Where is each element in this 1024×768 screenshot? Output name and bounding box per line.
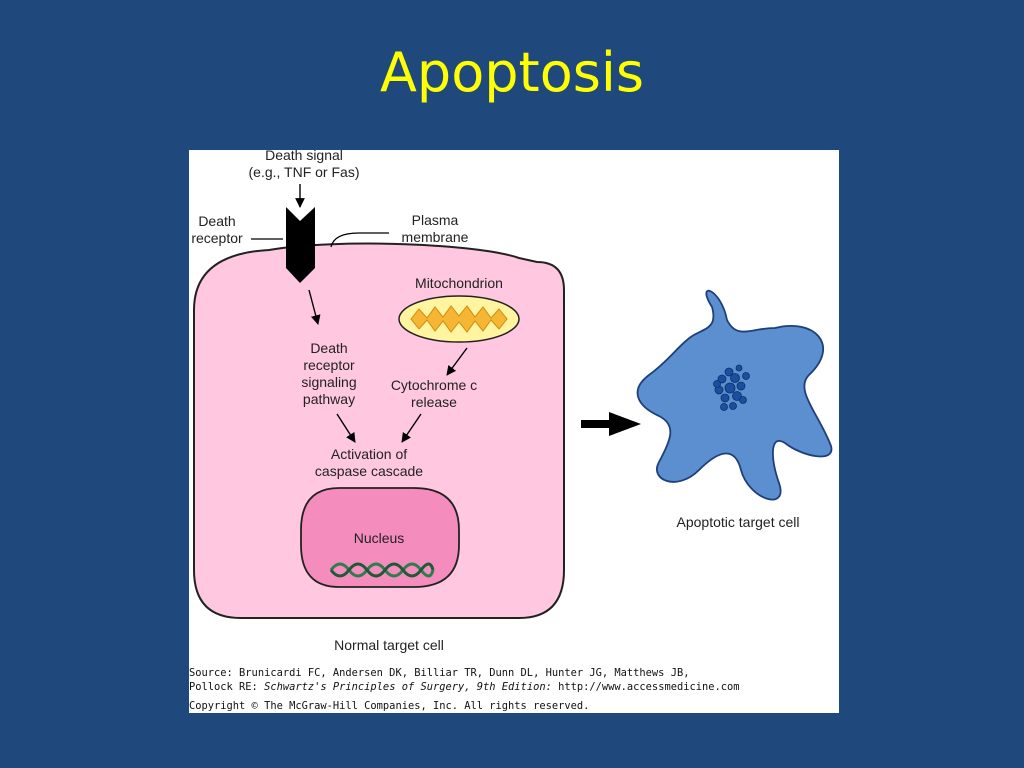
normal-cell-label: Normal target cell [334, 637, 444, 653]
death-receptor-pathway-label: Death receptor signaling pathway [301, 340, 357, 407]
death-receptor-shape [286, 207, 315, 283]
plasma-membrane-label: Plasma membrane [401, 212, 469, 245]
apoptosis-figure: Death signal (e.g., TNF or Fas) Death re… [189, 147, 839, 713]
caspase-activation-label: Activation of caspase cascade [314, 446, 424, 479]
pathway-to-caspase-arrow [336, 413, 356, 443]
slide-title: Apoptosis [379, 41, 644, 104]
plasma-membrane-leader [330, 232, 389, 248]
receptor-to-pathway-arrow [308, 289, 321, 325]
source-citation-line2: Pollock RE: Schwartz's Principles of Sur… [189, 681, 740, 693]
copyright-notice: Copyright © The McGraw-Hill Companies, I… [189, 700, 590, 712]
nucleus-label: Nucleus [353, 530, 405, 546]
mitochondrion-shape [398, 295, 520, 343]
transition-arrow [581, 412, 641, 436]
cytochrome-release-label: Cytochrome c release [390, 377, 478, 410]
apoptosis-diagram [193, 184, 833, 619]
cytochrome-to-caspase-arrow [401, 413, 422, 443]
apoptotic-cell-label: Apoptotic target cell [676, 514, 800, 530]
nucleus-shape [300, 487, 460, 588]
dna-helix-shape [329, 562, 435, 578]
condensed-chromatin-shape [713, 364, 750, 411]
death-signal-label: Death signal (e.g., TNF or Fas) [248, 147, 360, 180]
mitochondrion-label: Mitochondrion [415, 275, 503, 291]
source-citation-line1: Source: Brunicardi FC, Andersen DK, Bill… [189, 667, 690, 679]
death-receptor-label: Death receptor [191, 213, 243, 246]
mito-to-cytochrome-arrow [446, 347, 468, 376]
